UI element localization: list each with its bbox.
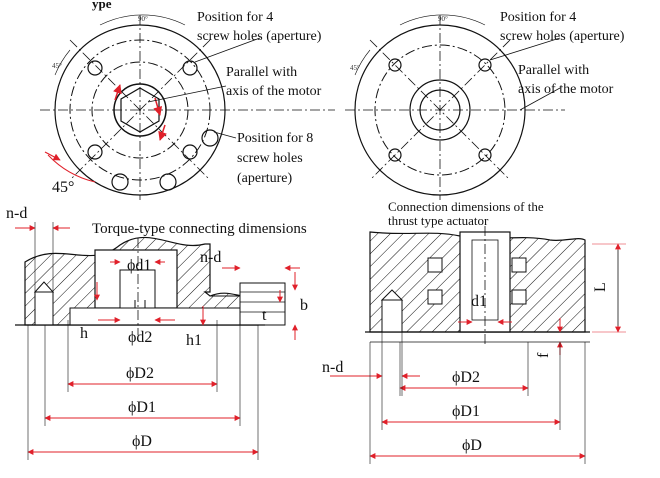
right-section-dimensions (330, 243, 626, 464)
left-h-label: h (80, 325, 88, 342)
right-f-label: f (535, 352, 552, 358)
left-pos8-label: Position for 8 screw holes (aperture) (237, 131, 317, 186)
right-D1-label: ϕD1 (452, 403, 480, 420)
left-b-label: b (300, 297, 308, 314)
right-nd-label-left-section: n-d (200, 249, 221, 266)
right-pos4-label: Position for 4 screw holes (aperture) (500, 10, 625, 44)
right-section-view (365, 226, 590, 345)
right-D-label: ϕD (462, 437, 482, 454)
right-d1-label: d1 (471, 293, 487, 310)
left-t-label: t (262, 307, 267, 324)
left-D2-label: ϕD2 (126, 365, 154, 382)
right-nd-label: n-d (322, 359, 343, 376)
left-pos4-label: Position for 4 screw holes (aperture) (197, 10, 322, 44)
left-section-view (15, 236, 286, 335)
left-angle-45: 45° (52, 179, 74, 196)
left-d1-label: ϕd1 (127, 257, 151, 274)
leader-left-pos4 (194, 37, 261, 63)
right-flange-top-view (345, 14, 565, 200)
left-d2-label: ϕd2 (128, 329, 152, 346)
leader-right-parallel (519, 87, 561, 111)
left-angle-90: 90° (138, 15, 148, 23)
left-h1-label: h1 (186, 332, 202, 349)
header-fragment: ype (92, 0, 112, 11)
leader-left-parallel (147, 85, 227, 103)
leader-right-pos4 (489, 37, 561, 61)
left-section-title: Torque-type connecting dimensions (92, 221, 307, 237)
left-flange-top-view (40, 14, 335, 200)
left-section-dimensions (15, 222, 300, 460)
right-D2-label: ϕD2 (452, 369, 480, 386)
right-angle-90: 90° (438, 15, 448, 23)
left-nd-label: n-d (6, 205, 27, 222)
right-section-title: Connection dimensions of the thrust type… (388, 199, 547, 228)
leader-left-pos8 (213, 131, 237, 139)
left-D1-label: ϕD1 (128, 399, 156, 416)
left-parallel-label: Parallel with axis of the motor (226, 65, 322, 99)
right-parallel-label: Parallel with axis of the motor (518, 63, 614, 97)
right-L-label: L (592, 282, 609, 292)
right-angle-side: 45° (350, 64, 360, 72)
left-D-label: ϕD (132, 433, 152, 450)
left-angle-side: 45° (52, 62, 62, 70)
